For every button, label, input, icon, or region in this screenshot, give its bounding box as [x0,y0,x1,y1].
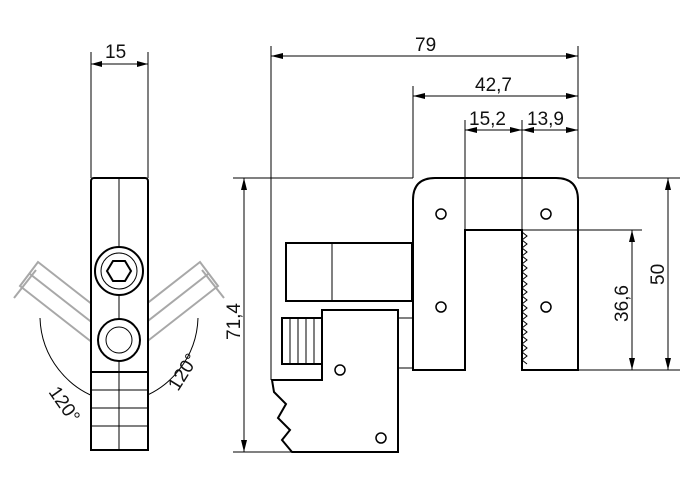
front-view: 120° 120° 15 [13,42,225,451]
dim-width-front: 15 [105,42,126,63]
knurl-edge [521,231,528,365]
boss-block [285,242,413,302]
dim-overall-height: 71,4 [224,303,245,340]
hole-top-left [435,208,447,220]
hole-mid-left [435,301,447,313]
hole-top-right [540,208,552,220]
dim-slot-depth: 36,6 [612,285,633,322]
dim-slot-right: 13,9 [527,109,564,130]
dim-slot-left: 15,2 [469,109,506,130]
clamp-body-side [270,309,399,453]
pivot-bolt [97,318,141,362]
angle-label-right: 120° [164,350,203,394]
dim-plate-width: 42,7 [475,75,512,96]
side-view: 79 42,7 15,2 13,9 71,4 50 [224,35,680,453]
body-hole-upper [334,364,346,376]
dim-plate-height: 50 [648,264,669,285]
angle-label-left: 120° [44,383,84,427]
body-hole-lower [375,432,387,444]
dim-overall-width: 79 [415,35,436,56]
hole-mid-right [540,301,552,313]
sensor-connector [281,317,323,365]
mounting-plate [412,177,579,371]
hex-socket-icon [105,260,133,282]
